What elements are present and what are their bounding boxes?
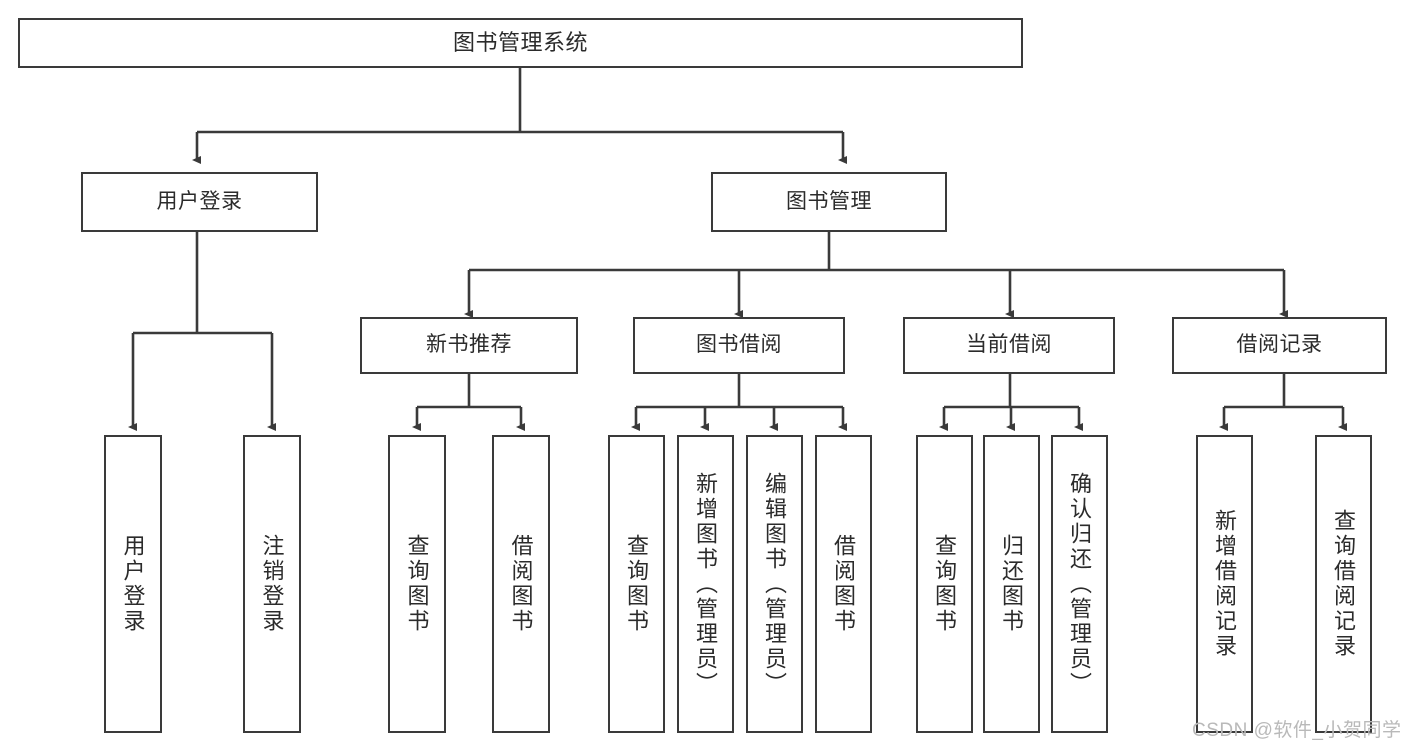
node-new-book-recommend-label: 新书推荐 xyxy=(426,333,512,357)
node-book-borrow-label: 图书借阅 xyxy=(696,333,782,357)
node-leaf-query-book-1-label: 查询图书 xyxy=(404,534,430,634)
node-leaf-user-login[interactable]: 用户登录 xyxy=(104,435,162,733)
node-borrow-record[interactable]: 借阅记录 xyxy=(1172,317,1387,374)
node-book-management-label: 图书管理 xyxy=(786,189,872,213)
node-leaf-add-book[interactable]: 新增图书（管理员） xyxy=(677,435,734,733)
node-leaf-query-book-2-label: 查询图书 xyxy=(624,534,650,634)
node-root-system-label: 图书管理系统 xyxy=(452,30,588,56)
node-leaf-add-record-label: 新增借阅记录 xyxy=(1212,509,1238,659)
node-leaf-logout-login-label: 注销登录 xyxy=(259,534,285,634)
node-leaf-return-book-label: 归还图书 xyxy=(999,534,1025,634)
node-leaf-add-book-label: 新增图书（管理员） xyxy=(693,471,719,697)
node-leaf-query-book-3-label: 查询图书 xyxy=(932,534,958,634)
node-leaf-query-record-label: 查询借阅记录 xyxy=(1331,509,1357,659)
node-root-system[interactable]: 图书管理系统 xyxy=(18,18,1023,68)
node-current-borrow[interactable]: 当前借阅 xyxy=(903,317,1115,374)
node-borrow-record-label: 借阅记录 xyxy=(1236,333,1323,357)
node-leaf-query-book-3[interactable]: 查询图书 xyxy=(916,435,973,733)
node-user-login[interactable]: 用户登录 xyxy=(81,172,318,232)
node-book-borrow[interactable]: 图书借阅 xyxy=(633,317,845,374)
node-leaf-return-book[interactable]: 归还图书 xyxy=(983,435,1040,733)
node-leaf-edit-book[interactable]: 编辑图书（管理员） xyxy=(746,435,803,733)
node-leaf-confirm-return[interactable]: 确认归还（管理员） xyxy=(1051,435,1108,733)
node-leaf-confirm-return-label: 确认归还（管理员） xyxy=(1067,471,1093,697)
node-leaf-query-book-2[interactable]: 查询图书 xyxy=(608,435,665,733)
node-leaf-borrow-book-1-label: 借阅图书 xyxy=(508,534,534,634)
node-leaf-logout-login[interactable]: 注销登录 xyxy=(243,435,301,733)
node-book-management[interactable]: 图书管理 xyxy=(711,172,947,232)
node-leaf-borrow-book-1[interactable]: 借阅图书 xyxy=(492,435,550,733)
node-leaf-borrow-book-2-label: 借阅图书 xyxy=(831,534,857,634)
node-leaf-borrow-book-2[interactable]: 借阅图书 xyxy=(815,435,872,733)
node-new-book-recommend[interactable]: 新书推荐 xyxy=(360,317,578,374)
node-current-borrow-label: 当前借阅 xyxy=(966,333,1052,357)
node-leaf-query-record[interactable]: 查询借阅记录 xyxy=(1315,435,1372,733)
node-leaf-query-book-1[interactable]: 查询图书 xyxy=(388,435,446,733)
node-user-login-label: 用户登录 xyxy=(156,189,243,213)
csdn-watermark: CSDN @软件_小贺同学 xyxy=(1192,720,1402,741)
node-leaf-edit-book-label: 编辑图书（管理员） xyxy=(762,471,788,697)
node-leaf-user-login-label: 用户登录 xyxy=(120,534,146,634)
node-leaf-add-record[interactable]: 新增借阅记录 xyxy=(1196,435,1253,733)
